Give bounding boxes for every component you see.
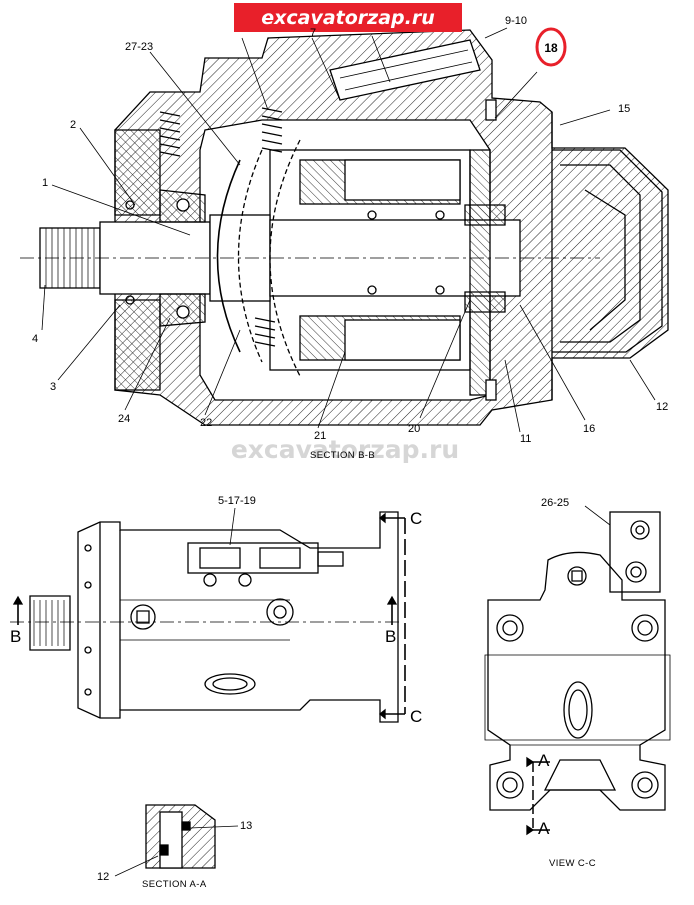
callout-11: 11: [520, 433, 531, 445]
callout-2: 2: [70, 119, 76, 131]
section-aa-labels: 13 12 SECTION A-A: [97, 820, 252, 890]
view-cc-drawing: [484, 505, 671, 836]
watermark-middle: excavatorzap.ru: [231, 435, 459, 464]
side-view-labels: 5-17-19 B B C C: [10, 495, 422, 726]
section-aa-drawing: [114, 804, 239, 877]
section-c-bottom: C: [410, 707, 422, 726]
callout-12-aa: 12: [97, 871, 109, 883]
callout-3: 3: [50, 381, 56, 393]
callout-13: 13: [240, 820, 252, 832]
callout-1: 1: [42, 177, 48, 189]
callout-7: 7: [310, 27, 316, 39]
section-aa-caption: SECTION A-A: [142, 879, 207, 890]
section-b-right: B: [385, 627, 396, 646]
watermark-top-bg: [234, 3, 462, 32]
callout-20: 20: [408, 423, 420, 435]
callout-9-10: 9-10: [505, 15, 527, 27]
section-bb-callouts: 27-23 7 9-10 15 2 1 4 3 24 22 21 20 11 1…: [32, 15, 668, 445]
watermark-top: excavatorzap.ru: [261, 7, 435, 29]
section-c-top: C: [410, 509, 422, 528]
callout-24: 24: [118, 413, 130, 425]
callout-26-25: 26-25: [541, 497, 569, 509]
callout-16: 16: [583, 423, 595, 435]
section-bb-drawing: [20, 27, 669, 433]
section-a-bottom: A: [538, 819, 550, 838]
callout-4: 4: [32, 333, 38, 345]
callout-12: 12: [656, 401, 668, 413]
callout-22: 22: [200, 417, 212, 429]
section-a-top: A: [538, 751, 550, 770]
view-cc-labels: 26-25 A A VIEW C-C: [538, 497, 596, 869]
callout-27-23: 27-23: [125, 41, 153, 53]
side-view-drawing: [10, 507, 406, 723]
highlight-circle: [535, 27, 567, 67]
callout-5-17-19: 5-17-19: [218, 495, 256, 507]
callout-18: 18: [544, 41, 558, 55]
callout-21: 21: [314, 430, 326, 442]
section-bb-caption: SECTION B-B: [310, 450, 375, 461]
callout-15: 15: [618, 103, 630, 115]
view-cc-caption: VIEW C-C: [549, 858, 596, 869]
section-b-left: B: [10, 627, 21, 646]
